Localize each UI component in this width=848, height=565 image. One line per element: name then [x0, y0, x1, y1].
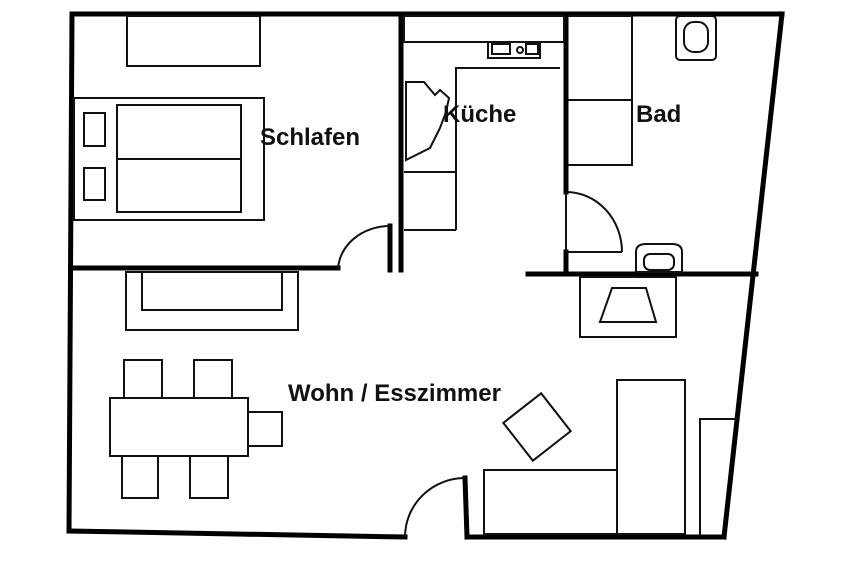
- label-wohn-esszimmer: Wohn / Esszimmer: [288, 380, 501, 407]
- kitchen-furniture: [403, 15, 565, 231]
- mattress-top: [116, 104, 242, 160]
- wall-left: [66, 11, 75, 534]
- living-furniture: [109, 271, 738, 536]
- nightstand-top: [83, 112, 106, 147]
- dining-table: [109, 397, 249, 457]
- chair-bottom-right: [189, 455, 229, 499]
- sofa-seat: [141, 272, 283, 311]
- chair-end: [247, 411, 283, 447]
- toilet-seat: [643, 253, 675, 271]
- chair-bottom-left: [121, 455, 159, 499]
- chair-top-right: [193, 359, 233, 399]
- side-table: [501, 391, 573, 463]
- bath-furniture: [568, 15, 717, 273]
- sofa-long: [483, 469, 619, 535]
- wardrobe: [126, 15, 261, 67]
- shelf: [699, 418, 738, 536]
- stove: [405, 81, 451, 162]
- sink-basin-right: [525, 43, 539, 55]
- doors: [337, 191, 623, 540]
- label-bad: Bad: [636, 101, 682, 128]
- bathtub-left: [568, 15, 633, 166]
- sofa: [125, 271, 299, 331]
- mattress-bottom: [116, 158, 242, 213]
- counter-top: [403, 15, 565, 43]
- counter-inner-line: [455, 67, 560, 230]
- nightstand-bottom: [83, 167, 106, 201]
- interior-walls: [69, 11, 759, 277]
- door-bath: [565, 191, 623, 253]
- sink-basin-left: [491, 43, 511, 55]
- label-schlafen: Schlafen: [260, 124, 361, 151]
- label-kueche: Küche: [443, 101, 517, 128]
- armchair: [598, 287, 658, 323]
- chair-top-left: [123, 359, 163, 399]
- bedroom-furniture: [73, 15, 265, 221]
- wall-bottom-left: [66, 528, 408, 540]
- washbasin-bowl: [683, 21, 709, 53]
- faucet: [516, 46, 524, 54]
- door-entrance: [404, 475, 470, 540]
- door-bedroom: [337, 223, 393, 273]
- sofa-corner: [616, 379, 686, 535]
- toilet: [635, 243, 683, 273]
